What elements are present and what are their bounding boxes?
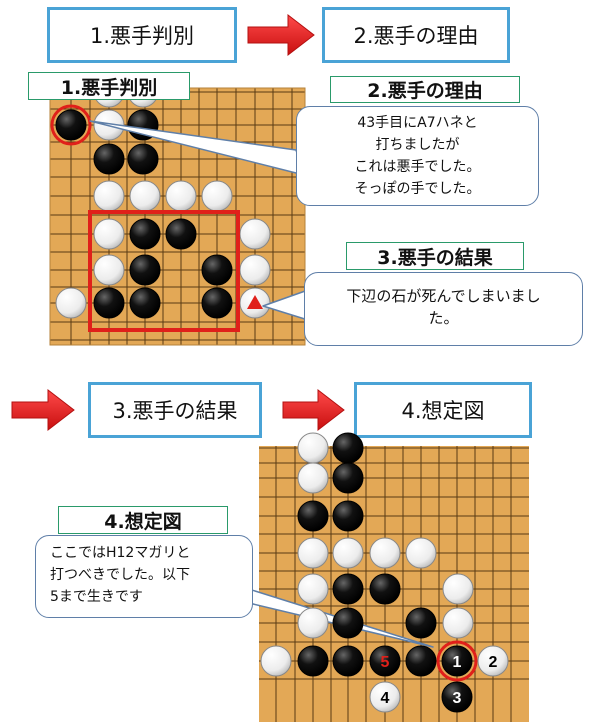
- reason-label: 2.悪手の理由: [330, 76, 520, 103]
- black-stone: [129, 218, 161, 250]
- black-stone: [297, 645, 329, 677]
- result-label-text: 3.悪手の結果: [377, 246, 493, 269]
- black-stone: [332, 432, 364, 464]
- white-stone: [297, 607, 329, 639]
- move-number-5: 5: [381, 654, 390, 671]
- last-move-triangle-icon: [247, 295, 263, 309]
- black-stone: [297, 500, 329, 532]
- white-stone: [201, 180, 233, 212]
- black-stone: [405, 645, 437, 677]
- flow-step2-text: 2.悪手の理由: [353, 24, 479, 48]
- note-callout: ここではH12マガリと 打つべきでした。以下 5まで生きです: [35, 535, 253, 618]
- black-stone: [332, 607, 364, 639]
- reason-label-text: 2.悪手の理由: [367, 80, 483, 102]
- reason-line: これは悪手でした。: [354, 159, 481, 175]
- black-stone: [165, 218, 197, 250]
- black-stone: [129, 287, 161, 319]
- white-stone: [93, 218, 125, 250]
- black-stone: [369, 645, 401, 677]
- black-stone: [201, 287, 233, 319]
- move-number-3: 3: [453, 690, 462, 707]
- move1-highlight-circle: [436, 640, 478, 682]
- note-line: 打つべきでした。以下: [50, 567, 190, 583]
- white-stone: [405, 537, 437, 569]
- black-stone: [55, 109, 87, 141]
- reason-line: 43手目にA7ハネと: [357, 115, 478, 131]
- white-stone: [297, 462, 329, 494]
- result-line: 下辺の石が死んでしまいまし: [346, 287, 541, 305]
- bad-move-label-text: 1.悪手判別: [60, 76, 158, 99]
- flow-step4-text: 4.想定図: [401, 399, 485, 423]
- bad-move-highlight-circle: [50, 104, 92, 146]
- flow-step3-text: 3.悪手の結果: [112, 399, 238, 423]
- black-stone: [441, 645, 473, 677]
- reason-callout: 43手目にA7ハネと 打ちましたが これは悪手でした。 そっぽの手でした。: [296, 106, 539, 206]
- flow-arrow-bottom-left: [11, 388, 75, 432]
- reason-line: 打ちましたが: [375, 137, 460, 153]
- assumed-diagram-label-text: 4.想定図: [104, 510, 182, 533]
- white-stone: [93, 254, 125, 286]
- reason-line: そっぽの手でした。: [354, 181, 481, 197]
- flow-step1-text: 1.悪手判別: [89, 24, 195, 48]
- black-stone: [129, 254, 161, 286]
- white-stone: [369, 681, 401, 713]
- white-stone: [477, 645, 509, 677]
- flow-arrow-bottom-right: [282, 388, 345, 432]
- white-stone: [442, 573, 474, 605]
- black-stone: [332, 573, 364, 605]
- white-stone: [332, 537, 364, 569]
- flow-step4-box: 4.想定図: [354, 382, 532, 438]
- white-stone: [239, 254, 271, 286]
- black-stone: [405, 607, 437, 639]
- flow-step1-box: 1.悪手判別: [47, 7, 237, 63]
- white-stone: [260, 645, 292, 677]
- black-stone: [93, 287, 125, 319]
- note-line: ここではH12マガリと: [50, 545, 191, 561]
- flow-step2-box: 2.悪手の理由: [322, 7, 510, 63]
- dead-group-highlight-box: [88, 210, 240, 332]
- board2-stones: [260, 432, 509, 713]
- assumed-diagram-label: 4.想定図: [58, 506, 228, 534]
- white-stone: [239, 218, 271, 250]
- white-stone: [129, 180, 161, 212]
- black-stone: [127, 143, 159, 175]
- black-stone: [201, 254, 233, 286]
- black-stone: [332, 462, 364, 494]
- white-stone: [369, 537, 401, 569]
- white-stone: [297, 537, 329, 569]
- note-line: 5まで生きです: [50, 589, 143, 605]
- move-number-1: 1: [453, 654, 462, 671]
- white-stone: [55, 287, 87, 319]
- result-line: た。: [428, 309, 459, 327]
- black-stone: [369, 573, 401, 605]
- black-stone: [332, 645, 364, 677]
- flow-arrow-top: [247, 13, 315, 57]
- result-label: 3.悪手の結果: [346, 242, 524, 270]
- black-stone: [441, 681, 473, 713]
- white-stone: [297, 573, 329, 605]
- white-stone: [165, 180, 197, 212]
- black-stone: [93, 143, 125, 175]
- white-stone: [442, 607, 474, 639]
- flow-step3-box: 3.悪手の結果: [88, 382, 262, 438]
- result-callout: 下辺の石が死んでしまいまし た。: [304, 272, 583, 346]
- white-stone: [297, 432, 329, 464]
- bad-move-label: 1.悪手判別: [28, 72, 190, 100]
- white-stone: [93, 180, 125, 212]
- black-stone: [332, 500, 364, 532]
- move-number-4: 4: [381, 690, 390, 707]
- move-number-2: 2: [489, 654, 498, 671]
